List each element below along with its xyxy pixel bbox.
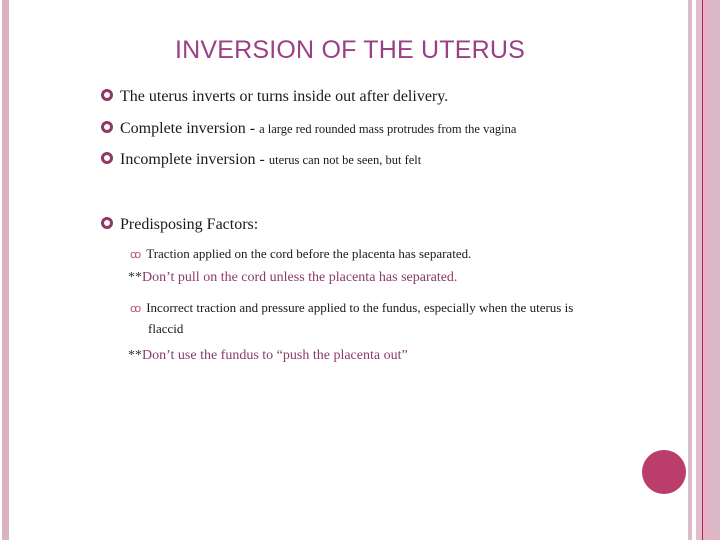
bullet-detail: a large red rounded mass protrudes from … bbox=[259, 122, 517, 136]
bullet-detail: uterus can not be seen, but felt bbox=[268, 153, 422, 167]
sub-bullet-text: Incorrect traction and pressure applied … bbox=[146, 300, 574, 315]
bullet-2: Complete inversion - a large red rounded… bbox=[101, 120, 516, 138]
note-prefix: ** bbox=[128, 348, 142, 363]
right-stripe-4 bbox=[710, 0, 720, 540]
sub-bullet-text: Traction applied on the cord before the … bbox=[146, 246, 472, 261]
right-stripe-3 bbox=[703, 0, 710, 540]
note-text: Don’t use the fundus to “push the placen… bbox=[142, 348, 408, 363]
bullet-1: The uterus inverts or turns inside out a… bbox=[101, 88, 448, 106]
right-stripe-2 bbox=[696, 0, 702, 540]
bullet-text: The uterus inverts or turns inside out a… bbox=[120, 88, 449, 105]
curl-icon: ꝏ bbox=[130, 249, 142, 261]
ring-icon bbox=[101, 217, 113, 230]
sub-bullet-2: ꝏ Incorrect traction and pressure applied… bbox=[130, 300, 630, 316]
ring-icon bbox=[101, 121, 113, 134]
right-stripe-1 bbox=[688, 0, 692, 540]
sub-bullet-2-continuation: flaccid bbox=[148, 321, 183, 337]
ring-icon bbox=[101, 89, 113, 102]
accent-dot bbox=[642, 450, 686, 494]
note-1: **Don’t pull on the cord unless the plac… bbox=[128, 270, 457, 286]
bullet-text: Complete inversion - bbox=[120, 120, 260, 137]
note-2: **Don’t use the fundus to “push the plac… bbox=[128, 348, 408, 364]
curl-icon: ꝏ bbox=[130, 303, 142, 315]
bullet-text: Predisposing Factors: bbox=[120, 216, 259, 233]
note-prefix: ** bbox=[128, 270, 142, 285]
sub-bullet-continuation: flaccid bbox=[148, 321, 184, 336]
slide-title: INVERSION OF THE UTERUS bbox=[174, 36, 525, 64]
ring-icon bbox=[101, 152, 113, 165]
sub-bullet-1: ꝏ Traction applied on the cord before the… bbox=[130, 246, 471, 262]
left-stripe bbox=[2, 0, 9, 540]
note-text: Don’t pull on the cord unless the placen… bbox=[142, 270, 458, 285]
right-stripe-dark bbox=[702, 0, 703, 540]
bullet-3: Incomplete inversion - uterus can not be… bbox=[101, 151, 421, 169]
bullet-4: Predisposing Factors: bbox=[101, 216, 258, 234]
bullet-text: Incomplete inversion - bbox=[120, 151, 269, 168]
